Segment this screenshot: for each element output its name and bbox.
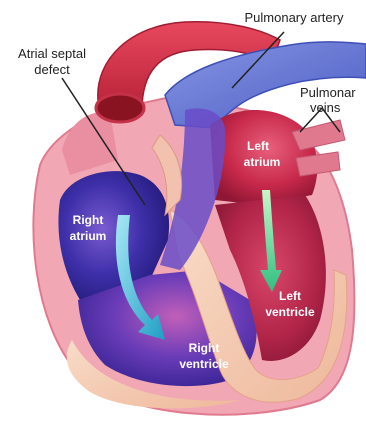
label-right-atrium-2: atrium xyxy=(70,229,107,243)
label-left-atrium-2: atrium xyxy=(244,155,281,169)
label-atrial-septal-defect-2: defect xyxy=(34,62,70,77)
label-left-ventricle-1: Left xyxy=(279,289,301,303)
label-pulmonary-artery: Pulmonary artery xyxy=(245,10,344,25)
label-pulmonary-veins-2: veins xyxy=(310,100,341,115)
label-left-atrium-1: Left xyxy=(247,139,269,153)
label-atrial-septal-defect-1: Atrial septal xyxy=(18,46,86,61)
label-right-atrium-1: Right xyxy=(73,213,104,227)
aorta-opening xyxy=(96,94,144,122)
label-right-ventricle-2: ventricle xyxy=(179,357,229,371)
label-right-ventricle-1: Right xyxy=(189,341,220,355)
label-pulmonary-veins-1: Pulmonar xyxy=(300,85,356,100)
label-left-ventricle-2: ventricle xyxy=(265,305,315,319)
